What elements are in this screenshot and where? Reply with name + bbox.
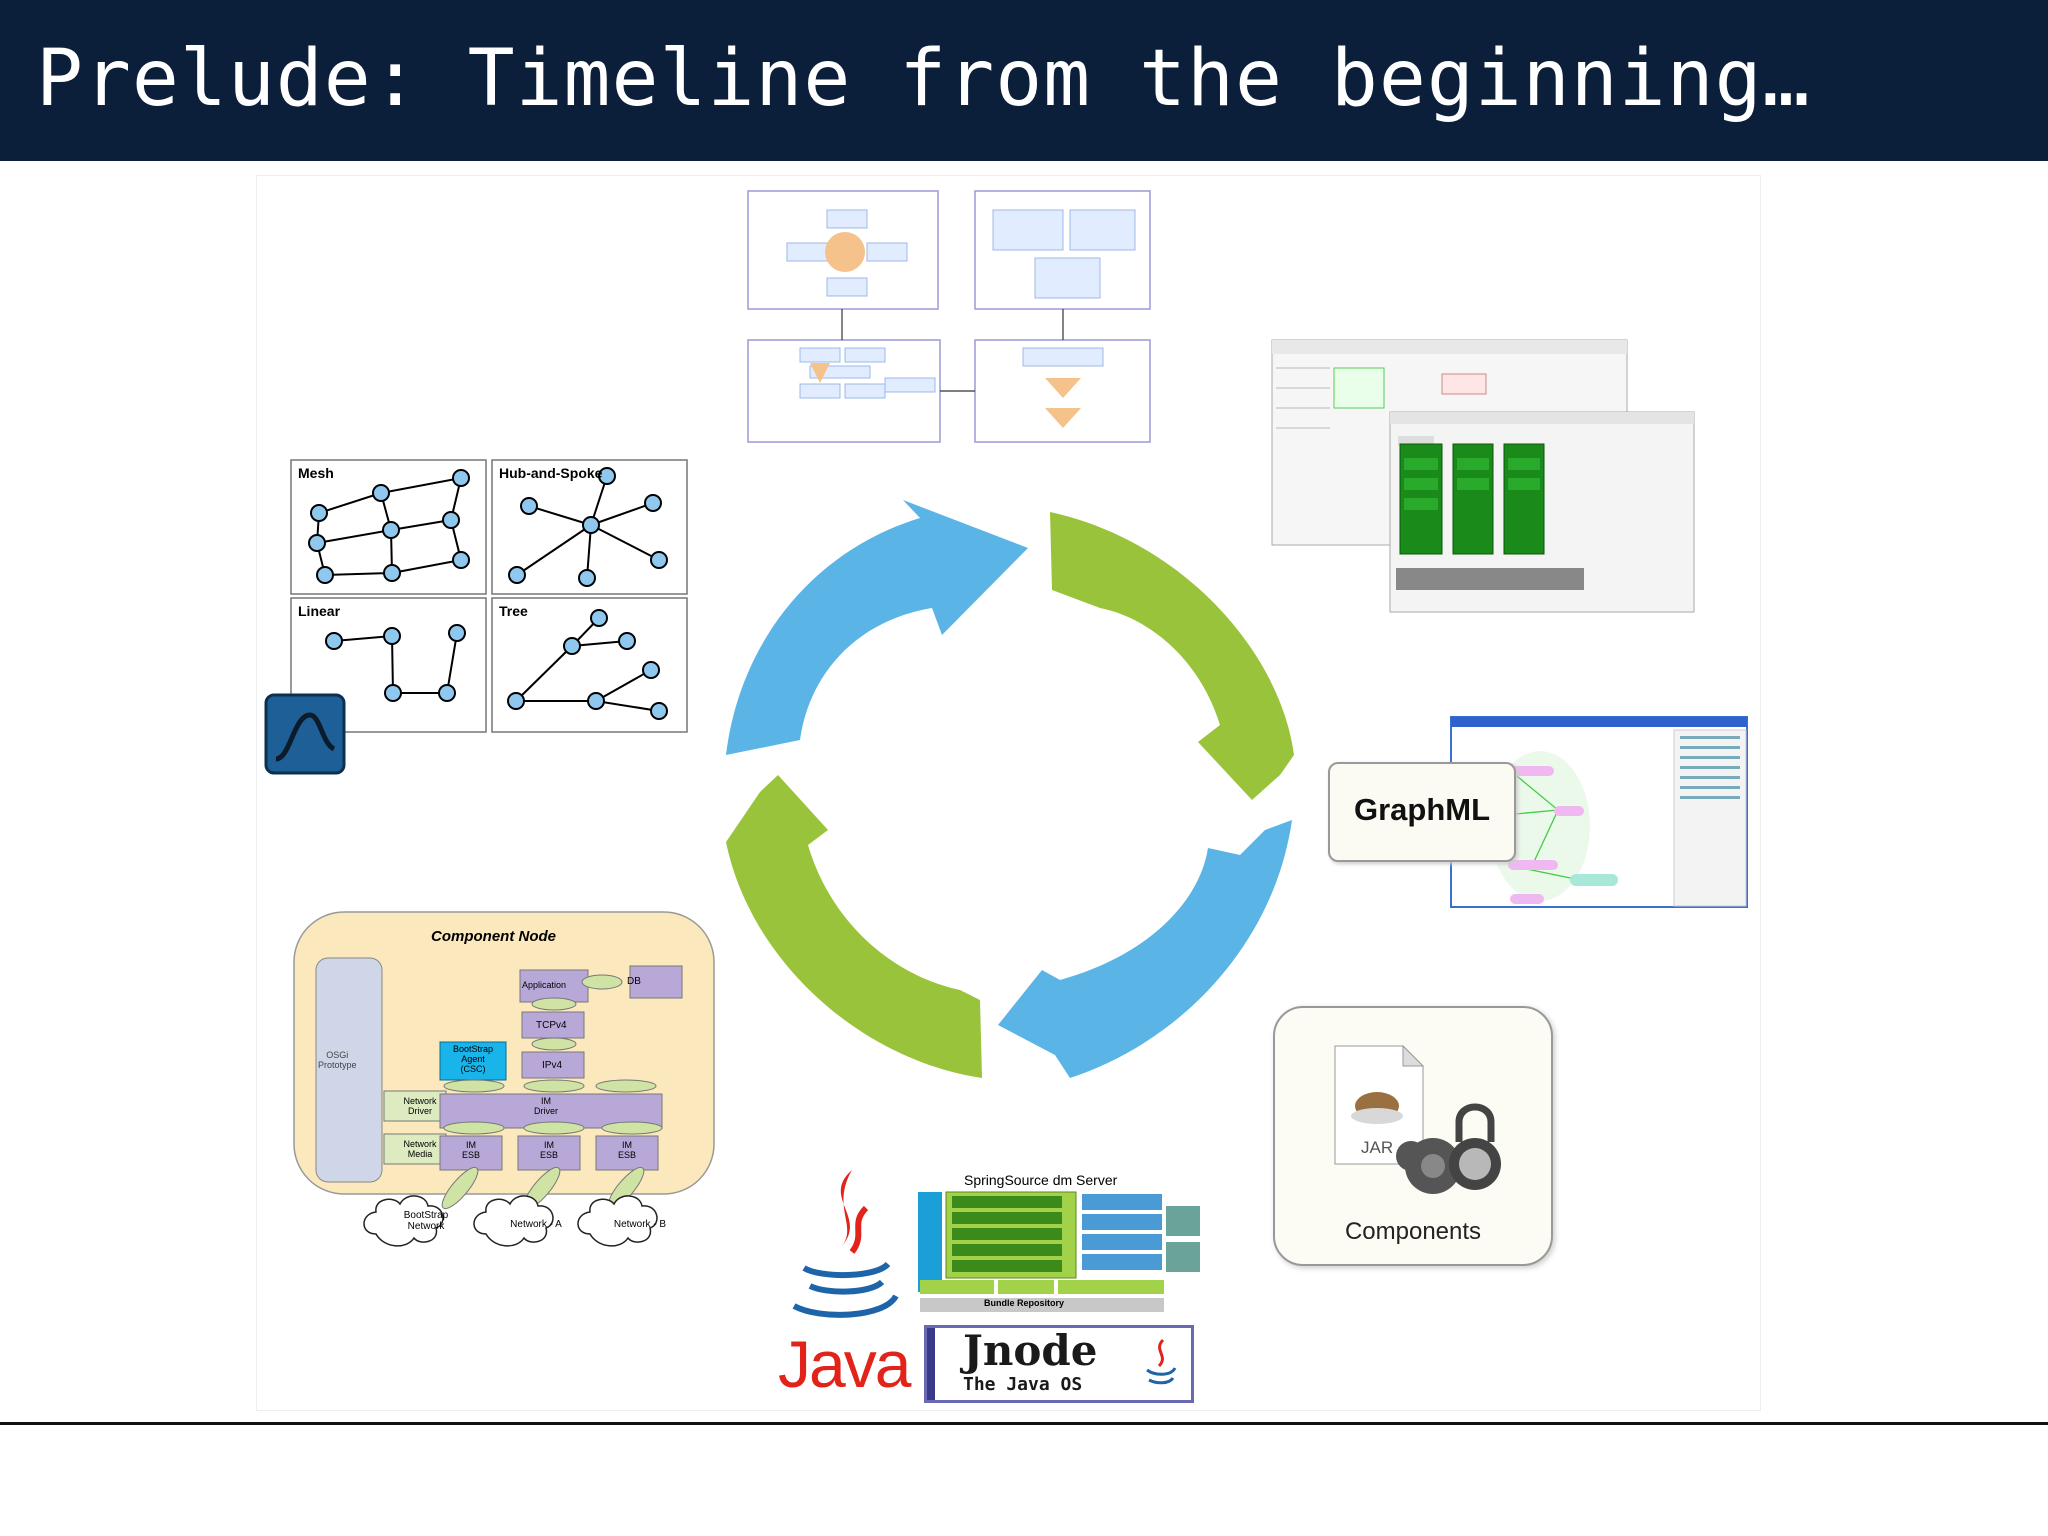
bottom-rule <box>0 1422 2048 1425</box>
java-wordmark: Java <box>778 1327 911 1401</box>
jnode-subtitle: The Java OS <box>963 1374 1083 1395</box>
component-node-title: Component Node <box>431 928 556 945</box>
ide-screenshots <box>1271 339 1695 613</box>
topology-label-linear: Linear <box>298 603 341 619</box>
ipv4-label: IPv4 <box>542 1060 563 1071</box>
slide-title: Prelude: Timeline from the beginning… <box>36 34 1811 124</box>
shark-fin-icon <box>264 693 346 775</box>
components-label: Components <box>1344 1218 1482 1245</box>
cloud-label-b: Network - B <box>613 1219 667 1230</box>
jar-file-icon <box>1334 1044 1501 1194</box>
spring-title: SpringSource dm Server <box>964 1172 1118 1188</box>
cycle-arrow-green-bottom <box>726 775 982 1078</box>
application-label: Application <box>522 980 567 990</box>
java-coffee-icon <box>792 1170 899 1318</box>
cycle-arrow-blue-top <box>726 500 1028 755</box>
cycle-arrow-green-top <box>1050 512 1294 800</box>
topology-label-hub: Hub-and-Spoke <box>499 465 603 481</box>
topology-diagrams <box>290 459 688 733</box>
bundle-repository-label: Bundle Repository <box>984 1298 1065 1308</box>
topology-label-mesh: Mesh <box>298 465 334 481</box>
title-bar: Prelude: Timeline from the beginning… <box>0 0 2048 161</box>
graphml-label: GraphML <box>1353 792 1491 827</box>
jnode-title: Jnode <box>963 1326 1098 1375</box>
tcpv4-label: TCPv4 <box>536 1020 567 1031</box>
cycle-arrow-blue-bottom <box>998 820 1292 1078</box>
graphml-badge: GraphML <box>1328 762 1516 862</box>
jnode-logo: Jnode The Java OS <box>924 1325 1194 1403</box>
db-label: DB <box>627 976 641 987</box>
jar-label: JAR <box>1361 1138 1394 1157</box>
cycle-diagram <box>726 500 1294 1078</box>
jnode-java-cup-icon <box>1146 1338 1177 1385</box>
topology-label-tree: Tree <box>499 603 528 619</box>
cloud-label-a: Network - A <box>510 1219 562 1230</box>
components-card: JAR Components <box>1273 1006 1553 1266</box>
component-node-diagram <box>293 911 715 1247</box>
model-diagrams <box>747 190 1151 443</box>
springsource-architecture <box>918 1191 1200 1312</box>
